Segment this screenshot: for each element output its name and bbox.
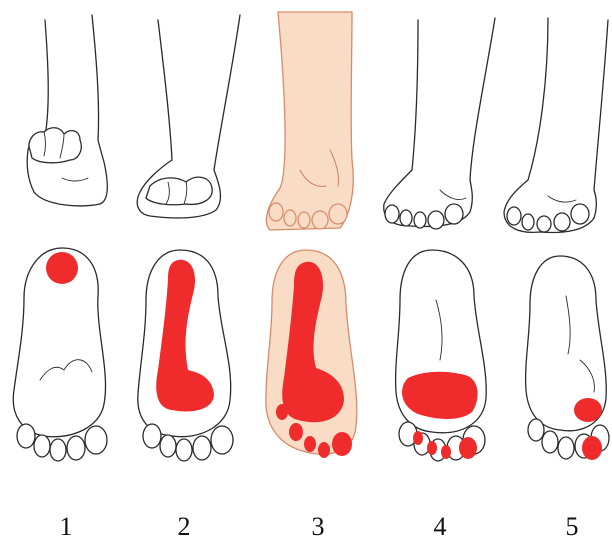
foot-sole-1: [13, 248, 107, 461]
stage-label-5: 5: [552, 512, 592, 542]
foot-sole-4: [396, 250, 487, 461]
stage-label-1: 1: [46, 512, 86, 542]
highlighted-foot-fill: [266, 12, 353, 230]
stage-label-3: 3: [298, 512, 338, 542]
pressure-area-big-toe-5: [582, 436, 602, 460]
foot-side-view-1: [27, 15, 107, 206]
foot-sole-2: [138, 250, 233, 461]
foot-side-view-2: [137, 15, 240, 218]
stage-label-4: 4: [420, 512, 460, 542]
foot-side-view-3: [266, 12, 353, 230]
foot-side-view-4: [384, 18, 495, 229]
pressure-area-ball-5: [574, 398, 602, 422]
foot-sole-3: [266, 250, 357, 458]
stage-label-2: 2: [164, 512, 204, 542]
foot-side-view-5: [504, 18, 608, 232]
pressure-area-heel-1: [46, 252, 78, 284]
foot-sole-5: [526, 256, 609, 460]
